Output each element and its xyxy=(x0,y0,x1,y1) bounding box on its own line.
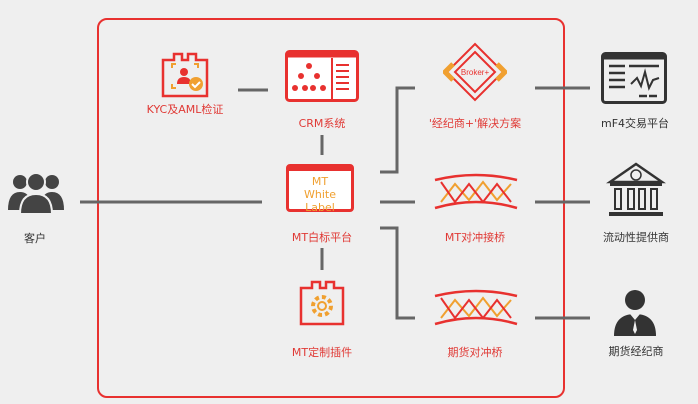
crm-label: CRM系统 xyxy=(298,117,346,130)
bank-icon xyxy=(606,162,666,216)
bridge-icon xyxy=(434,173,518,210)
gear-plugin-icon xyxy=(299,280,345,326)
liquidity-label: 流动性提供商 xyxy=(603,231,669,244)
broker-plus-label: '经纪商+'解决方案 xyxy=(428,117,522,130)
customer-label: 客户 xyxy=(24,232,46,245)
platform-boundary xyxy=(97,18,565,398)
futures-bridge-label: 期货对冲桥 xyxy=(447,346,503,359)
futures-broker-label: 期货经纪商 xyxy=(608,345,664,358)
trading-screen-icon xyxy=(601,52,667,104)
id-verify-icon xyxy=(161,52,209,98)
broker-plus-badge: Broker+ xyxy=(443,42,507,102)
users-icon xyxy=(8,172,64,214)
wl-broker-line xyxy=(380,86,415,174)
white-label-label: MT白标平台 xyxy=(291,231,353,244)
crm-org-chart-icon xyxy=(285,50,359,102)
wl-futbridge-line xyxy=(380,226,415,320)
businessman-icon xyxy=(614,290,656,336)
mf4-label: mF4交易平台 xyxy=(600,117,670,130)
white-label-box: MT White Label xyxy=(286,164,354,214)
plugin-label: MT定制插件 xyxy=(291,346,353,359)
mt-bridge-label: MT对冲接桥 xyxy=(444,231,506,244)
broker-plus-text: Broker+ xyxy=(461,68,490,77)
white-label-line1: MT xyxy=(311,175,329,188)
kyc-label: KYC及AML检证 xyxy=(146,103,224,116)
white-label-line2: White Label xyxy=(304,188,336,214)
bridge-icon xyxy=(434,289,518,326)
